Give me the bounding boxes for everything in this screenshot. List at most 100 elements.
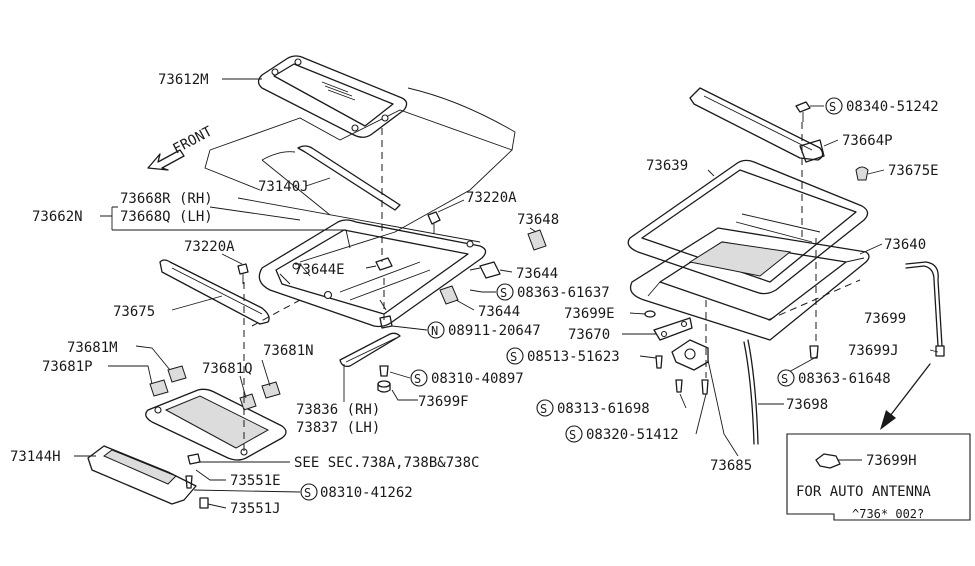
screw-08513	[655, 355, 663, 369]
bumper-73699f	[377, 380, 391, 393]
label-73644-b: 73644	[478, 304, 520, 320]
label-auto-antenna: FOR AUTO ANTENNA	[796, 484, 931, 500]
screw-symbol-08310-40897: S	[410, 369, 428, 387]
auto-antenna-box	[786, 433, 971, 521]
nut-08911	[379, 315, 393, 329]
label-73220a-left: 73220A	[184, 239, 235, 255]
sunroof-glass-lid	[257, 55, 408, 138]
screw-08313	[675, 379, 683, 393]
clip-73675e	[855, 166, 869, 181]
clip-73220a-top	[427, 211, 441, 234]
label-08320-51412: 08320-51412	[586, 427, 679, 443]
label-08313-61698: 08313-61698	[557, 401, 650, 417]
screw-symbol-text: S	[500, 286, 507, 300]
screw-08320	[701, 379, 709, 395]
label-73644e: 73644E	[294, 262, 345, 278]
label-73551e: 73551E	[230, 473, 281, 489]
sunroof-housing	[629, 213, 870, 341]
label-73220a-top: 73220A	[466, 190, 517, 206]
label-73664p: 73664P	[842, 133, 893, 149]
sunshade-tray	[145, 388, 287, 461]
screw-symbol-08310-41262: S	[300, 483, 318, 501]
screw-symbol-text: S	[510, 350, 517, 364]
screw-symbol-08513-51623: S	[506, 347, 524, 365]
label-08911-20647: 08911-20647	[448, 323, 541, 339]
clip-73644-b	[439, 285, 459, 305]
label-08310-41262: 08310-41262	[320, 485, 413, 501]
screw-symbol-08313-61698: S	[536, 399, 554, 417]
screw-symbol-text: S	[304, 486, 311, 500]
label-73675e: 73675E	[888, 163, 939, 179]
clip-73648	[527, 229, 547, 251]
label-see-sec: SEE SEC.738A,738B&738C	[294, 455, 479, 471]
label-73837: 73837 (LH)	[296, 420, 380, 436]
label-73699j: 73699J	[848, 343, 899, 359]
motor-73685	[671, 339, 709, 371]
screw-symbol-text: S	[781, 372, 788, 386]
label-73140j: 73140J	[258, 179, 309, 195]
sunshade-bracket-73681n	[261, 381, 281, 399]
screw-symbol-08320-51412: S	[565, 425, 583, 443]
label-73836: 73836 (RH)	[296, 402, 380, 418]
screw-symbol-text: S	[540, 402, 547, 416]
sunshade-bracket-73681q	[239, 393, 257, 411]
label-73668r: 73668R (RH)	[120, 191, 213, 207]
drain-hose-73699	[905, 261, 945, 357]
front-rail	[261, 145, 401, 216]
label-73639: 73639	[646, 158, 688, 174]
drain-rail-73836	[339, 332, 401, 368]
antenna-arrow-icon	[880, 363, 931, 430]
label-73699: 73699	[864, 311, 906, 327]
label-73681m: 73681M	[67, 340, 118, 356]
nut-symbol-08911-20647: N	[427, 321, 445, 339]
screw-symbol-text: S	[569, 428, 576, 442]
clip-73644-a	[469, 261, 501, 279]
sunshade-bracket-73681m	[167, 365, 187, 383]
clip-73644e	[375, 257, 393, 271]
label-front: FRONT	[170, 123, 215, 157]
label-08363-61648: 08363-61648	[798, 371, 891, 387]
label-73681p: 73681P	[42, 359, 93, 375]
label-73699e: 73699E	[564, 306, 615, 322]
top-rail	[689, 87, 824, 161]
alignment-lines-right	[705, 122, 861, 378]
label-73640: 73640	[884, 237, 926, 253]
screw-symbol-08363-61648: S	[777, 369, 795, 387]
sunshade-bracket-73681p	[149, 379, 169, 397]
label-73662n: 73662N	[32, 209, 83, 225]
label-73144h: 73144H	[10, 449, 61, 465]
drain-hose-73698	[743, 339, 759, 445]
screw-08340	[795, 101, 811, 122]
label-73675: 73675	[113, 304, 155, 320]
label-73685: 73685	[710, 458, 752, 474]
sunroof-frame	[258, 219, 487, 328]
screw-symbol-text: S	[829, 100, 836, 114]
label-73668q: 73668Q (LH)	[120, 209, 213, 225]
label-73681n: 73681N	[263, 343, 314, 359]
clip-73220a-left	[237, 263, 249, 284]
alignment-lines-left	[243, 128, 385, 452]
label-08363-61637: 08363-61637	[517, 285, 610, 301]
label-08340-51242: 08340-51242	[846, 99, 939, 115]
label-73648: 73648	[517, 212, 559, 228]
label-73681q: 73681Q	[202, 361, 253, 377]
motor-bracket-73670	[653, 317, 693, 341]
label-73644-a: 73644	[516, 266, 558, 282]
screw-symbol-08363-61637: S	[496, 283, 514, 301]
front-arrow-icon	[147, 149, 185, 171]
nut-73699e	[644, 310, 656, 318]
leader-lines	[74, 78, 939, 509]
clip-73551j	[199, 497, 209, 509]
screw-08310-41262	[185, 475, 193, 489]
screw-08310-40897	[379, 365, 389, 377]
label-08310-40897: 08310-40897	[431, 371, 524, 387]
screw-08363-61648	[809, 345, 819, 359]
screw-symbol-08340-51242: S	[825, 97, 843, 115]
label-diagram-code: ^736* 002?	[852, 507, 924, 521]
part-labels: 73612M FRONT 73140J 73668R (RH) 73668Q (…	[10, 72, 939, 521]
label-73699h: 73699H	[866, 453, 917, 469]
label-73670: 73670	[568, 327, 610, 343]
nut-symbol-text: N	[431, 324, 438, 338]
roof-panel-outline	[204, 87, 516, 263]
